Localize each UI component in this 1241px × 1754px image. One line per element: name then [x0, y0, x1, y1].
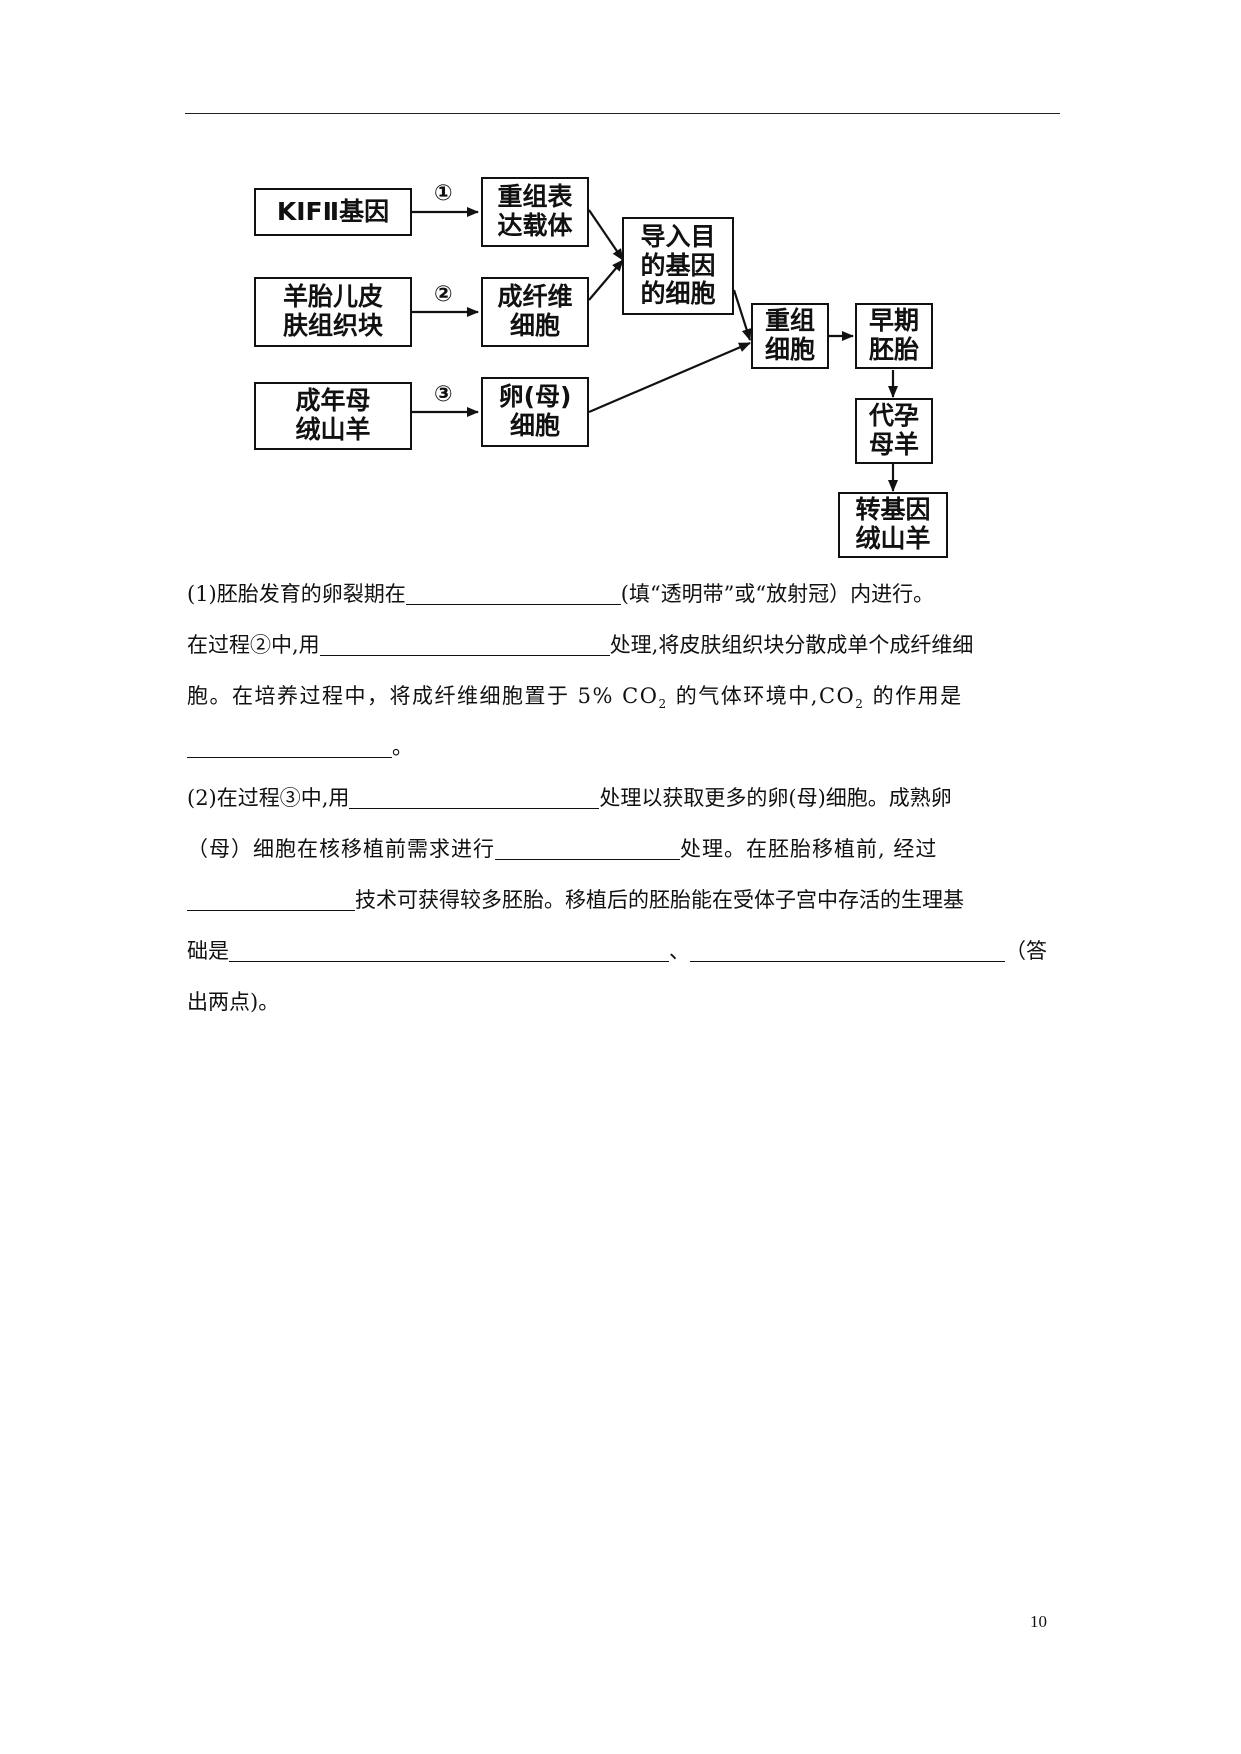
header-rule	[185, 113, 1060, 114]
blank-cleavage-location[interactable]	[405, 582, 621, 605]
node-surrogate-mother: 代孕 母羊	[855, 398, 933, 464]
blank-step3-reagent[interactable]	[349, 786, 600, 809]
q1-line-3: 胞。在培养过程中，将成纤维细胞置于 5% CO2 的气体环境中,CO2 的作用是	[187, 684, 963, 712]
q1-line-1: (1)胚胎发育的卵裂期在(填“透明带”或“放射冠）内进行。	[187, 582, 935, 606]
q2-line-4: 础是、（答	[187, 939, 1047, 963]
node-transgenic-goat: 转基因 绒山羊	[838, 492, 948, 558]
q2-line-3: 技术可获得较多胚胎。移植后的胚胎能在受体子宫中存活的生理基	[187, 884, 964, 914]
q2-line-1: (2)在过程③中,用处理以获取更多的卵(母)细胞。成熟卵	[187, 786, 952, 810]
node-adult-female-goat: 成年母 绒山羊	[254, 382, 412, 450]
blank-co2-function[interactable]	[187, 735, 392, 758]
q1-line-2: 在过程②中,用处理,将皮肤组织块分散成单个成纤维细	[187, 633, 974, 657]
node-early-embryo: 早期 胚胎	[855, 303, 933, 369]
step-1-label: ①	[434, 181, 453, 206]
node-sheep-fetal-skin: 羊胎儿皮 肤组织块	[254, 277, 412, 347]
page-number: 10	[1030, 1612, 1047, 1631]
arrow-fibroblast-to-cell	[588, 259, 624, 301]
node-kif-gene: KIFⅡ基因	[254, 188, 412, 236]
blank-step2-reagent[interactable]	[319, 633, 610, 656]
node-oocyte: 卵(母) 细胞	[481, 377, 589, 447]
blank-basis-2[interactable]	[690, 939, 1005, 962]
arrow-vector-to-cell	[588, 209, 624, 261]
q2-line-5: 出两点)。	[187, 990, 280, 1014]
step-2-label: ②	[434, 282, 453, 307]
node-recombinant-cell: 重组 细胞	[751, 303, 829, 369]
blank-embryo-technique[interactable]	[187, 888, 355, 911]
arrow-oocyte-to-recombinant	[588, 341, 751, 414]
node-fibroblast: 成纤维 细胞	[481, 277, 589, 347]
node-recombinant-vector: 重组表 达载体	[481, 177, 589, 247]
arrow-cell-to-recombinant	[732, 289, 752, 341]
step-3-label: ③	[434, 382, 453, 407]
node-transfected-cell: 导入目 的基因 的细胞	[622, 217, 734, 315]
q1-line-4: 。	[187, 731, 413, 761]
flow-diagram	[412, 207, 898, 492]
q2-line-2: （母）细胞在核移植前需求进行处理。在胚胎移植前, 经过	[187, 837, 938, 861]
blank-oocyte-treatment[interactable]	[495, 837, 680, 860]
blank-basis-1[interactable]	[229, 939, 669, 962]
